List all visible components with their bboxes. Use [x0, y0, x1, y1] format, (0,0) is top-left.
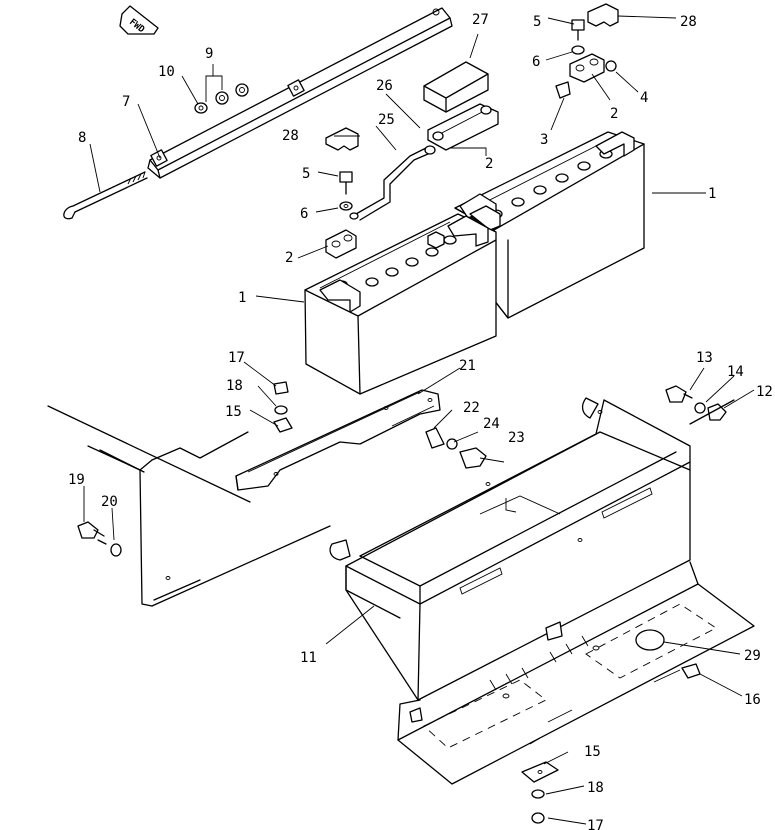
callout-16: 16: [744, 692, 761, 708]
callout-24: 24: [483, 416, 500, 432]
callout-6-top: 6: [532, 54, 540, 70]
callout-11: 11: [300, 650, 317, 666]
callout-1-left: 1: [238, 290, 246, 306]
callout-19: 19: [68, 472, 85, 488]
callout-10: 10: [158, 64, 175, 80]
callout-7: 7: [122, 94, 130, 110]
callout-28-right: 28: [680, 14, 697, 30]
battery-hold-down-bar: [147, 7, 453, 179]
leader-lines: [83, 15, 755, 825]
callout-29: 29: [744, 648, 761, 664]
bolts-15-18-17-lower: [521, 761, 559, 824]
terminal-cap-27: [423, 61, 489, 113]
terminal-cover-28-left: [325, 127, 359, 151]
terminal-cover-28-right: [587, 3, 619, 27]
battery-cable-25: [349, 145, 436, 221]
battery-base-plate: [397, 561, 755, 785]
frame-outline: [47, 399, 735, 607]
callout-15-upper: 15: [225, 404, 242, 420]
callout-27: 27: [472, 12, 489, 28]
part-22-24-23: [425, 427, 487, 469]
callout-6-left: 6: [300, 206, 308, 222]
battery-box-11: [329, 397, 691, 701]
bolts-19-20: [77, 521, 122, 557]
terminal-clamp-right: [569, 53, 617, 83]
bolts-17-18-15-upper: [273, 381, 293, 433]
callout-17-lower: 17: [587, 818, 604, 830]
callout-2-mid: 2: [485, 156, 493, 172]
battery-rear: [454, 131, 645, 319]
callout-12: 12: [756, 384, 773, 400]
terminal-bolts: [339, 19, 585, 211]
callout-23: 23: [508, 430, 525, 446]
j-bolt-rod: [63, 171, 148, 220]
callout-22: 22: [463, 400, 480, 416]
callout-2-left: 2: [285, 250, 293, 266]
callout-8: 8: [78, 130, 86, 146]
washers-item-9-10: [194, 83, 249, 114]
fwd-arrow-icon: FWD: [119, 5, 159, 36]
callout-17-upper: 17: [228, 350, 245, 366]
callout-14: 14: [727, 364, 744, 380]
callout-18-upper: 18: [226, 378, 243, 394]
callout-13: 13: [696, 350, 713, 366]
bolts-13-14-12: [665, 385, 727, 421]
battery-front: [304, 213, 497, 395]
callout-5-left: 5: [302, 166, 310, 182]
callout-labels: 1 1 2 2 2 3 4 5 5 6 6 7 8 9 10 11 12 13 …: [68, 12, 773, 830]
callout-20: 20: [101, 494, 118, 510]
callout-2-right: 2: [610, 106, 618, 122]
callout-25: 25: [378, 112, 395, 128]
callout-3: 3: [540, 132, 548, 148]
terminal-clamp-left: [325, 229, 357, 259]
callout-28-left: 28: [282, 128, 299, 144]
callout-18-lower: 18: [587, 780, 604, 796]
callout-15-lower: 15: [584, 744, 601, 760]
callout-5-top: 5: [533, 14, 541, 30]
callout-26: 26: [376, 78, 393, 94]
callout-1-right: 1: [708, 186, 716, 202]
callout-9: 9: [205, 46, 213, 62]
tray-bracket-21: [235, 389, 441, 491]
callout-21: 21: [459, 358, 476, 374]
callout-4: 4: [640, 90, 648, 106]
battery-cable-26: [427, 103, 499, 151]
